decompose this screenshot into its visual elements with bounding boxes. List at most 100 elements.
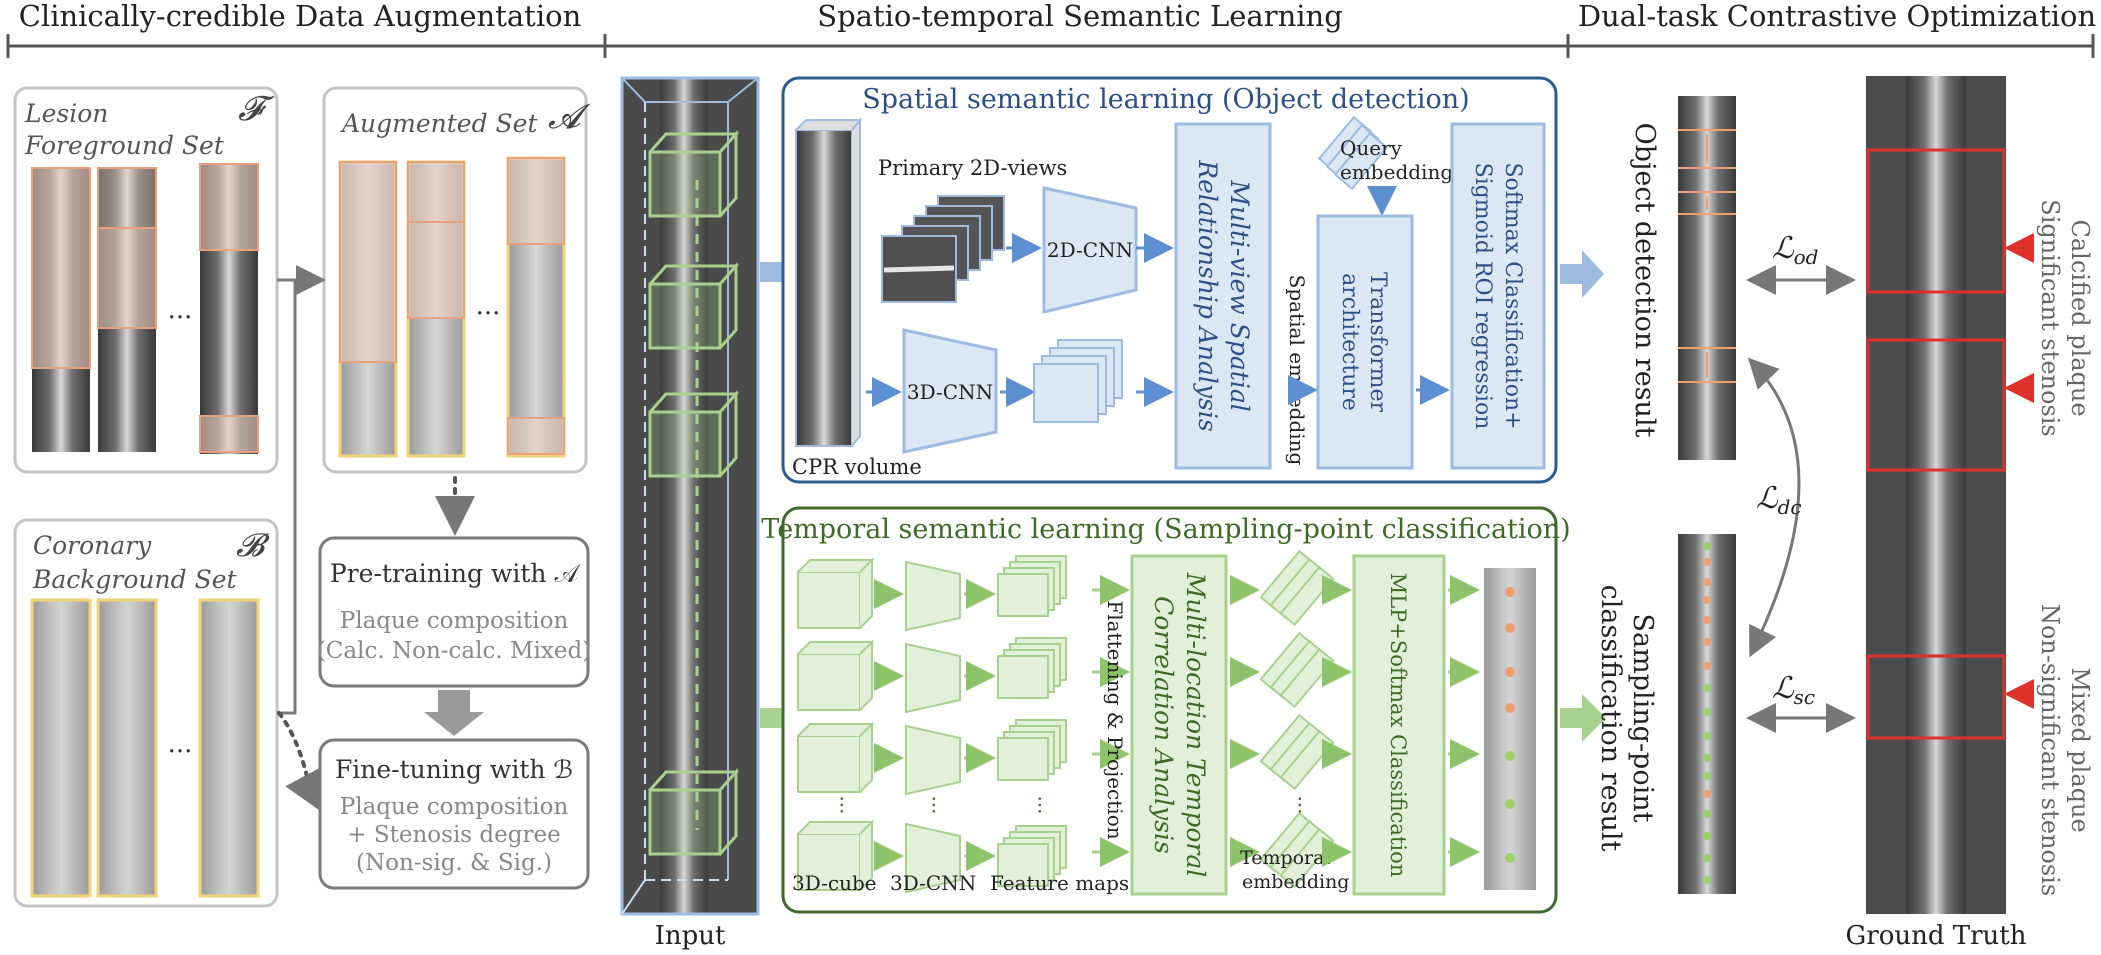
lesion-foreground-panel: Lesion Foreground Set 𝓕 ···: [13, 86, 279, 474]
augmentation-connectors: [277, 265, 475, 813]
svg-text:Softmax Classification+: Softmax Classification+: [1500, 162, 1525, 429]
mixed-label-2: Non-significant stenosis: [2036, 604, 2064, 896]
svg-text:Coronary: Coronary: [33, 531, 152, 560]
svg-text:Correlation Analysis: Correlation Analysis: [1149, 596, 1178, 854]
svg-text:ℒod: ℒod: [1772, 231, 1818, 269]
svg-text:3D-cube: 3D-cube: [792, 871, 877, 895]
background-patches: ···: [30, 598, 260, 898]
svg-text:···: ···: [168, 303, 193, 333]
od-result-label: Object detection result: [1629, 123, 1660, 438]
augmented-patches: ···: [338, 156, 566, 458]
svg-text:Fine-tuning with ℬ: Fine-tuning with ℬ: [335, 755, 573, 784]
svg-text:Primary 2D-views: Primary 2D-views: [878, 156, 1067, 180]
svg-text:(Calc. Non-calc. Mixed): (Calc. Non-calc. Mixed): [317, 638, 591, 664]
cpr-volume: CPR volume: [792, 117, 922, 479]
svg-text:Plaque composition: Plaque composition: [340, 794, 569, 820]
spatial-title: Spatial semantic learning (Object detect…: [862, 84, 1469, 115]
spatial-feature-maps: [1033, 339, 1123, 423]
transformer-block: [1316, 214, 1414, 470]
spatial-learning-panel: Spatial semantic learning (Object detect…: [781, 76, 1558, 484]
pretraining-box: Pre-training with 𝒜 Plaque composition (…: [317, 536, 591, 688]
svg-text:···: ···: [830, 795, 854, 814]
section-headers: Clinically-credible Data Augmentation Sp…: [6, 0, 2096, 58]
svg-text:Spatial embedding: Spatial embedding: [1285, 275, 1309, 466]
sp-result-strip: [1678, 534, 1736, 894]
coronary-background-panel: Coronary Background Set 𝓑 ···: [13, 518, 279, 908]
augmented-set-panel: Augmented Set 𝓐 ···: [322, 86, 591, 474]
header-optimization: Dual-task Contrastive Optimization: [1578, 0, 2096, 33]
svg-text:embedding: embedding: [1242, 871, 1349, 893]
calc-label-1: Calcified plaque: [2066, 219, 2094, 416]
svg-text:Query: Query: [1340, 136, 1403, 160]
loss-dc: ℒdc: [1747, 357, 1802, 658]
svg-text:architecture: architecture: [1337, 273, 1362, 411]
header-learning: Spatio-temporal Semantic Learning: [817, 0, 1343, 33]
svg-text:Multi-location Temporal: Multi-location Temporal: [1181, 572, 1210, 877]
gt-box-2: [1866, 338, 2006, 472]
gt-label: Ground Truth: [1846, 921, 2027, 951]
svg-text:CPR volume: CPR volume: [792, 455, 922, 479]
svg-text:(Non-sig. & Sig.): (Non-sig. & Sig.): [356, 850, 552, 876]
pretrain-to-finetune-arrow: [424, 690, 484, 736]
finetuning-box: Fine-tuning with ℬ Plaque composition + …: [318, 738, 590, 890]
svg-text:Feature maps: Feature maps: [990, 871, 1129, 895]
svg-text:···: ···: [1028, 795, 1052, 814]
svg-text:Sigmoid ROI regression: Sigmoid ROI regression: [1470, 163, 1495, 430]
temporal-title: Temporal semantic learning (Sampling-poi…: [761, 514, 1570, 545]
temporal-learning-panel: Temporal semantic learning (Sampling-poi…: [761, 506, 1571, 914]
spatial-to-od-arrow: [1560, 250, 1604, 298]
gt-box-1: [1866, 148, 2006, 294]
loss-od: ℒod: [1746, 231, 1856, 295]
svg-text:Flattening & Projection: Flattening & Projection: [1103, 600, 1127, 839]
loss-sc: ℒsc: [1746, 671, 1856, 733]
lesion-patches: ···: [31, 163, 259, 454]
sp-result-label-1: Sampling-point: [1627, 614, 1658, 823]
mlp-softmax-block: [1352, 554, 1446, 896]
svg-text:···: ···: [168, 737, 193, 767]
sp-result-label-2: classification result: [1595, 585, 1626, 852]
temporal-embeddings: [1259, 549, 1335, 889]
input-cubes: [648, 130, 740, 856]
svg-text:···: ···: [922, 795, 946, 814]
svg-text:Background Set: Background Set: [32, 565, 238, 594]
svg-text:ℒsc: ℒsc: [1772, 671, 1815, 709]
temporal-output-strip: [1484, 568, 1536, 890]
temporal-feature-maps: [997, 555, 1067, 887]
svg-text:+ Stenosis degree: + Stenosis degree: [347, 822, 560, 848]
svg-text:MLP+Softmax Classification: MLP+Softmax Classification: [1386, 573, 1410, 878]
multilocation-block: [1130, 554, 1228, 896]
svg-text:Temporal: Temporal: [1240, 847, 1331, 869]
svg-text:Transformer: Transformer: [1365, 272, 1390, 413]
results-section: Object detection result Sampling-point c…: [1595, 76, 2094, 951]
svg-text:embedding: embedding: [1340, 160, 1453, 184]
svg-text:Foreground Set: Foreground Set: [24, 131, 225, 160]
primary-2d-views: [881, 195, 1005, 303]
svg-text:Augmented Set: Augmented Set: [340, 109, 538, 138]
svg-text:Lesion: Lesion: [24, 99, 108, 128]
multiview-block: [1174, 122, 1272, 470]
softmax-roi-block: [1450, 122, 1546, 470]
od-result-strip: [1678, 96, 1736, 460]
svg-text:Plaque composition: Plaque composition: [340, 608, 569, 634]
svg-text:···: ···: [476, 299, 501, 329]
svg-text:···: ···: [1288, 795, 1312, 814]
svg-text:2D-CNN: 2D-CNN: [1047, 238, 1133, 262]
svg-text:3D-CNN: 3D-CNN: [890, 871, 976, 895]
temporal-cubes: [797, 557, 875, 891]
input-volume: Input: [620, 76, 760, 951]
calc-label-2: Significant stenosis: [2036, 199, 2064, 436]
input-label: Input: [655, 921, 726, 951]
mixed-label-1: Mixed plaque: [2066, 667, 2094, 832]
svg-text:3D-CNN: 3D-CNN: [907, 380, 993, 404]
cnn3d-block: [902, 328, 998, 454]
svg-text:ℒdc: ℒdc: [1756, 481, 1802, 519]
header-augmentation: Clinically-credible Data Augmentation: [19, 0, 582, 33]
temporal-to-sp-arrow: [1560, 694, 1606, 742]
svg-text:Multi-view Spatial: Multi-view Spatial: [1225, 179, 1254, 411]
temporal-3dcnn-blocks: [905, 560, 961, 894]
ground-truth-strip: [1866, 76, 2034, 914]
svg-text:Relationship Analysis: Relationship Analysis: [1193, 159, 1222, 431]
cnn2d-block: [1042, 186, 1138, 314]
query-embedding: Query embedding: [1317, 115, 1453, 191]
